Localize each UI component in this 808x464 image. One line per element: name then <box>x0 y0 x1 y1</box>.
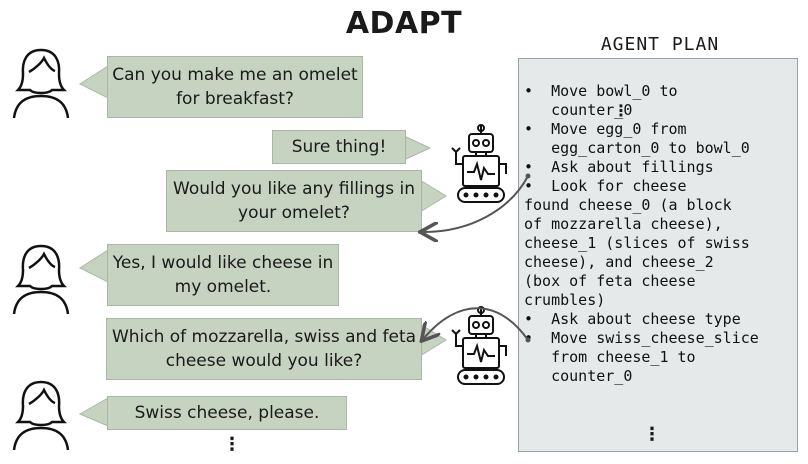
person-icon <box>12 48 70 119</box>
robot-message-bubble: Which of mozzarella, swiss and feta chee… <box>106 318 422 380</box>
plan-line: • Move egg_0 from <box>524 120 687 138</box>
robot-message-bubble: Would you like any fillings in your omel… <box>166 170 422 232</box>
person-icon <box>12 244 70 315</box>
person-icon <box>12 380 70 451</box>
plan-line: • Ask about fillings <box>524 158 714 176</box>
agent-plan-heading: AGENT PLAN <box>600 34 720 55</box>
plan-line: counter_0 <box>524 101 633 119</box>
user-message-bubble: Can you make me an omelet for breakfast? <box>107 56 363 118</box>
user-message-bubble: Yes, I would like cheese in my omelet. <box>107 244 339 306</box>
plan-line: cheese_1 (slices of swiss <box>524 234 750 252</box>
agent-plan-panel <box>518 58 798 452</box>
ellipsis-icon: ⋮ <box>643 424 661 445</box>
agent-plan-list: • Move bowl_0 to counter_0 • Move egg_0 … <box>524 82 759 386</box>
plan-line: of mozzarella cheese), <box>524 215 723 233</box>
plan-line: • Look for cheese <box>524 177 687 195</box>
arrow-ask-cheese-type <box>424 307 529 340</box>
plan-line: • Ask about cheese type <box>524 310 741 328</box>
robot-message-bubble: Sure thing! <box>272 130 406 164</box>
plan-line: (box of feta cheese <box>524 272 696 290</box>
plan-line: counter_0 <box>524 367 633 385</box>
plan-line: crumbles) <box>524 291 606 309</box>
plan-line: egg_carton_0 to bowl_0 <box>524 139 750 157</box>
robot-icon <box>451 306 507 385</box>
ellipsis-icon: ⋮ <box>223 434 241 455</box>
user-message-bubble: Swiss cheese, please. <box>107 396 347 430</box>
arrow-ask-fillings <box>424 175 529 232</box>
plan-line: cheese), and cheese_2 <box>524 253 714 271</box>
plan-line: found cheese_0 (a block <box>524 196 732 214</box>
diagram-title: ADAPT <box>345 6 463 41</box>
plan-line: • Move swiss_cheese_slice <box>524 329 759 347</box>
robot-icon <box>451 124 507 203</box>
plan-line: • Move bowl_0 to <box>524 82 678 100</box>
plan-line: from cheese_1 to <box>524 348 696 366</box>
